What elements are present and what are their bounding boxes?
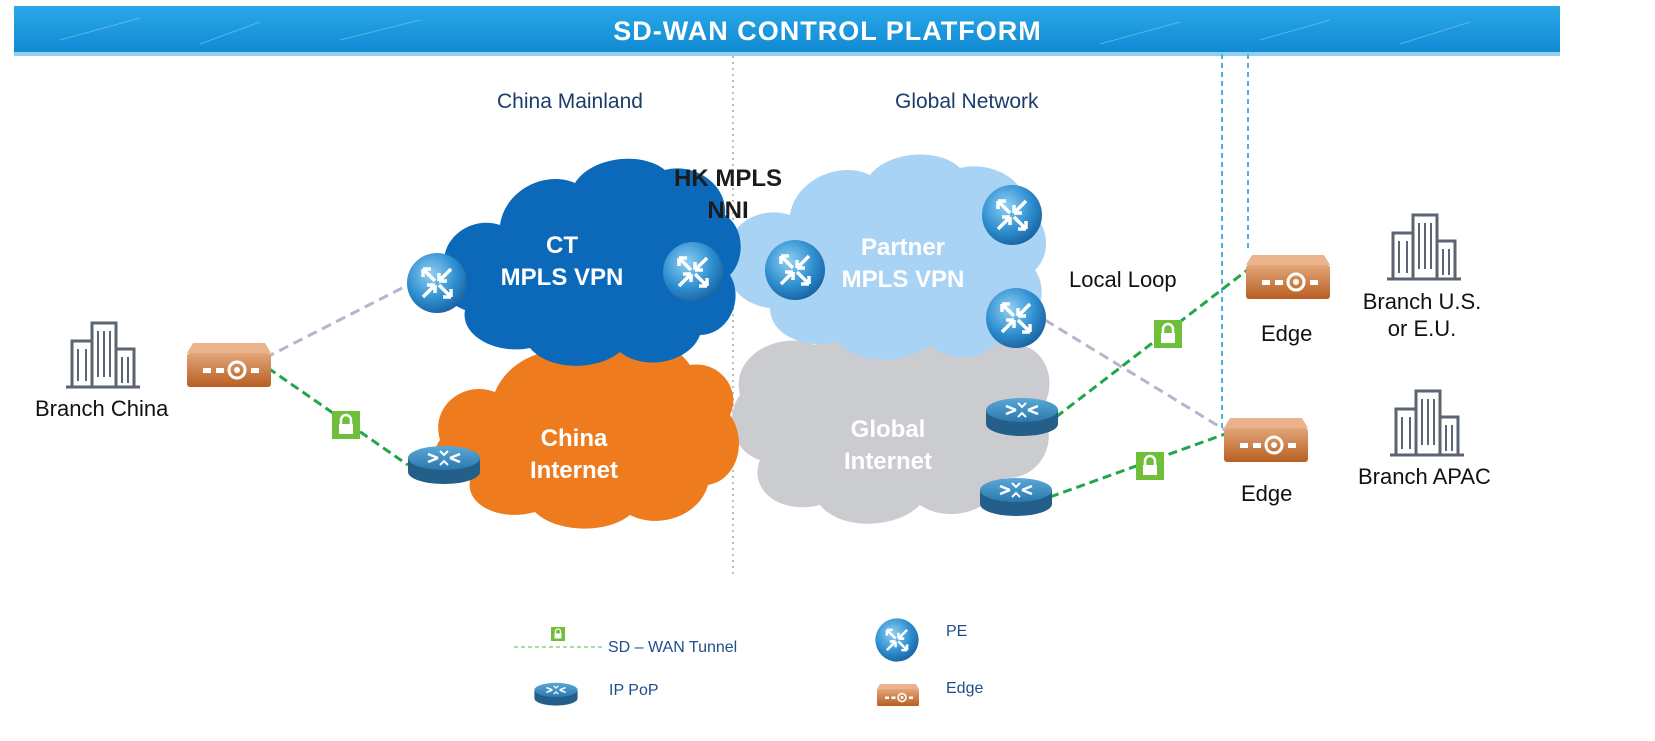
branch-us-line2: or E.U. — [1387, 316, 1457, 341]
legend-pe-label: PE — [946, 623, 968, 640]
legend-edge-label: Edge — [946, 680, 984, 697]
legend-ip-pop-label: IP PoP — [609, 682, 659, 699]
ip-pop-router-icon — [984, 396, 1060, 438]
edge-top-label: Edge — [1261, 321, 1313, 346]
partner-mpls-line1: Partner — [860, 234, 946, 261]
pe-router-icon — [984, 286, 1048, 350]
branch-apac-label: Branch APAC — [1358, 464, 1491, 489]
region-label-global: Global Network — [895, 90, 1039, 113]
lock-icon — [330, 409, 362, 441]
ct-mpls-line1: CT — [546, 232, 578, 259]
branch-us-label: Branch U.S. or E.U. — [1350, 288, 1494, 342]
banner-title: SD-WAN CONTROL PLATFORM — [613, 16, 1042, 46]
ct-mpls-cloud — [438, 158, 741, 366]
edge-device-icon — [1222, 416, 1310, 464]
ct-mpls-cloud-label: CT MPLS VPN — [482, 230, 642, 294]
ip-pop-router-icon — [406, 444, 482, 486]
partner-mpls-line2: MPLS VPN — [841, 266, 965, 293]
tunnel-global-bottom — [1049, 431, 1229, 499]
pe-router-icon — [980, 183, 1044, 247]
tunnel-global-top — [1055, 266, 1251, 419]
nni-line1: HK MPLS — [674, 165, 782, 192]
edge-bottom-label: Edge — [1241, 481, 1293, 506]
partner-mpls-cloud-label: Partner MPLS VPN — [823, 232, 983, 296]
control-platform-banner — [14, 6, 1560, 56]
ip-pop-router-icon — [978, 476, 1054, 518]
control-links — [1221, 54, 1249, 430]
edge-device-icon — [1244, 253, 1332, 301]
edge-device-icon — [876, 683, 920, 707]
local-loop-label: Local Loop — [1069, 267, 1177, 292]
china-internet-line2: Internet — [529, 457, 618, 484]
building-icon — [1388, 389, 1466, 457]
ct-mpls-line2: MPLS VPN — [500, 264, 624, 291]
pe-router-icon — [874, 617, 920, 663]
lock-icon — [550, 626, 566, 642]
china-internet-cloud-label: China Internet — [494, 423, 654, 487]
pe-router-icon — [763, 238, 827, 302]
branch-china-label: Branch China — [35, 396, 169, 421]
building-icon — [64, 321, 142, 389]
building-icon — [1385, 213, 1463, 281]
mpls-link-global — [1044, 318, 1226, 432]
china-internet-line1: China — [540, 425, 608, 452]
pe-router-icon — [661, 240, 725, 304]
global-internet-line1: Global — [850, 416, 926, 443]
china-internet-cloud — [435, 339, 739, 529]
global-internet-line2: Internet — [843, 448, 932, 475]
legend-tunnel-label: SD – WAN Tunnel — [608, 639, 738, 656]
global-internet-cloud-label: Global Internet — [808, 414, 968, 478]
edge-device-icon — [185, 341, 273, 389]
nni-label: HK MPLS NNI — [662, 163, 794, 227]
ip-pop-router-icon — [533, 682, 579, 707]
lock-icon — [1152, 318, 1184, 350]
global-internet-cloud — [731, 311, 1050, 524]
nni-line2: NNI — [707, 197, 749, 224]
pe-router-icon — [405, 251, 469, 315]
legend-graphics — [514, 617, 920, 707]
partner-mpls-cloud — [727, 154, 1047, 360]
region-label-china: China Mainland — [497, 90, 643, 113]
branch-us-line1: Branch U.S. — [1362, 289, 1482, 314]
mpls-link-china — [264, 282, 411, 360]
lock-icon — [1134, 450, 1166, 482]
